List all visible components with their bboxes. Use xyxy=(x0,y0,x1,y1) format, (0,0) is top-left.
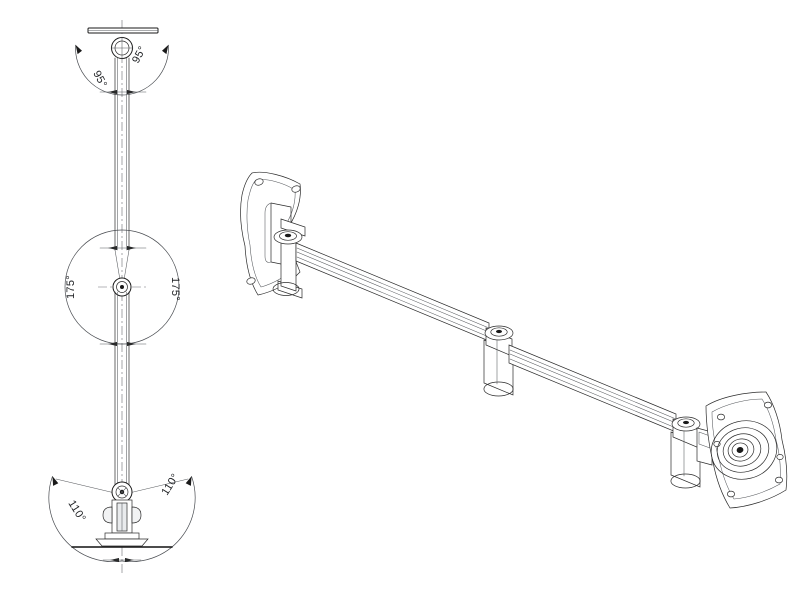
hub-ring-4 xyxy=(716,427,770,473)
wall-plate-window-fillet xyxy=(264,202,272,263)
monitor-plate-hole-mid-right xyxy=(776,454,784,460)
isometric-assembly-view xyxy=(240,171,788,509)
arrowhead-bottom-left xyxy=(52,476,59,486)
wrist-pivot-screw xyxy=(683,420,689,425)
shoulder-joint xyxy=(272,218,306,299)
monitor-plate-hole-bottom-left xyxy=(727,490,735,498)
vertical-arm-shaft-lower xyxy=(114,291,130,488)
wrist-pivot-washer xyxy=(677,418,695,428)
wall-plate-inner-contour xyxy=(246,179,296,288)
middle-pivot-joint xyxy=(98,277,146,297)
wall-plate-hole-bottom-left xyxy=(246,277,256,285)
elbow-pivot-washer xyxy=(490,327,508,337)
wrist-joint xyxy=(670,416,713,489)
vertical-arm-shaft-upper xyxy=(114,57,130,251)
base-bracket-lobe-left xyxy=(102,506,113,524)
shoulder-lower-collar xyxy=(272,282,300,296)
angle-label-mid-right: 175° xyxy=(169,277,181,301)
monitor-plate-hole-top-left xyxy=(717,413,725,421)
middle-angle-dimension-group: 175° 175° xyxy=(64,229,181,346)
elbow-pivot-screw xyxy=(496,329,502,334)
top-mounting-plate xyxy=(87,27,159,34)
elbow-barrel-lower-bottom xyxy=(483,381,514,397)
monitor-plate-hole-top-right xyxy=(764,401,772,409)
wall-plate-hole-top-left xyxy=(254,178,264,186)
vesa-monitor-plate xyxy=(705,391,788,509)
forearm-tube xyxy=(508,344,677,433)
angle-label-mid-left: 175° xyxy=(65,275,77,299)
top-pivot-joint xyxy=(110,36,134,60)
monitor-plate-hub xyxy=(710,420,778,480)
arrowhead-top-left xyxy=(75,44,82,55)
base-mounting-plate xyxy=(71,532,173,548)
arrowhead-bottom-right xyxy=(185,476,192,486)
shoulder-pivot-washer xyxy=(279,231,297,241)
side-elevation-view: 95° 95° xyxy=(48,20,196,575)
shoulder-pivot-screw xyxy=(284,233,292,238)
shoulder-clevis-upper xyxy=(280,218,306,237)
arrowhead-top-right xyxy=(162,44,169,55)
hub-ring-3 xyxy=(722,433,762,467)
base-bracket-lobe-right xyxy=(131,506,142,524)
monitor-plate-hole-bottom-right xyxy=(775,476,783,484)
base-pivot-joint xyxy=(111,481,133,503)
wrist-barrel-lower-bottom xyxy=(670,473,701,489)
hub-center-boss xyxy=(736,447,744,453)
hub-ring-2 xyxy=(727,438,755,462)
hub-ring-outer xyxy=(710,420,778,480)
wall-plate-hole-top-right xyxy=(291,185,301,193)
